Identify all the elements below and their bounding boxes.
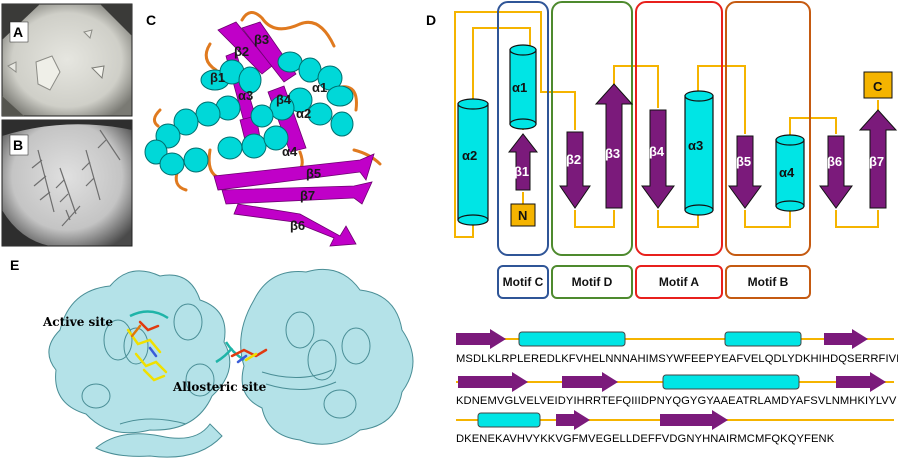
helix-alpha4 xyxy=(775,134,805,212)
label-alpha3: α3 xyxy=(688,138,703,153)
struct-label-beta7: β7 xyxy=(300,188,315,203)
active-site-label: Active site xyxy=(42,315,113,329)
struct-label-beta1: β1 xyxy=(210,70,225,85)
ss-strand-4 xyxy=(562,372,618,392)
struct-label-alpha1: α1 xyxy=(312,80,327,95)
micrograph-a: A xyxy=(1,3,133,117)
struct-label-alpha2: α2 xyxy=(296,106,311,121)
panel-b-label: B xyxy=(13,137,23,153)
sequence-line-2: KDNEMVGLVELVEIDYIHRRTEFQIIIDPNYQGYGYAAEA… xyxy=(456,395,897,407)
motif-b-tag xyxy=(725,265,811,299)
helix-alpha2 xyxy=(457,98,489,226)
ss-strand-2 xyxy=(824,329,868,349)
motif-c-tag xyxy=(497,265,549,299)
ss-strand-5 xyxy=(836,372,886,392)
motif-b-box xyxy=(725,1,811,256)
label-beta2: β2 xyxy=(566,152,581,167)
allosteric-site-label: Allosteric site xyxy=(172,380,267,394)
struct-label-beta6: β6 xyxy=(290,218,305,233)
panel-e-label: E xyxy=(10,257,19,273)
strand-beta4 xyxy=(641,109,675,209)
label-alpha1: α1 xyxy=(512,80,527,95)
motif-d-box xyxy=(551,1,633,256)
struct-label-beta4: β4 xyxy=(276,92,292,107)
struct-label-beta2: β2 xyxy=(234,44,249,59)
sequence-annotation: MSDLKLRPLEREDLKFVHELNNNAHIMSYWFEEPYEAFVE… xyxy=(456,329,898,445)
struct-label-alpha4: α4 xyxy=(282,144,298,159)
motif-a-box xyxy=(635,1,723,256)
helix-alpha3 xyxy=(684,90,714,216)
ss-helix-2 xyxy=(724,331,802,347)
strand-beta5 xyxy=(728,135,762,209)
motif-c-box xyxy=(497,1,549,256)
struct-label-alpha3: α3 xyxy=(238,88,253,103)
label-beta1: β1 xyxy=(514,164,529,179)
n-terminus-label: N xyxy=(518,208,527,223)
label-beta4: β4 xyxy=(649,144,665,159)
protein-cartoon-c: β2 β3 β1 α1 α3 β4 α2 α4 β5 β7 β6 xyxy=(144,11,382,247)
sequence-line-1: MSDLKLRPLEREDLKFVHELNNNAHIMSYWFEEPYEAFVE… xyxy=(456,353,898,365)
motif-a-label: Motif A xyxy=(659,275,700,289)
ss-helix-3 xyxy=(662,374,800,390)
label-beta5: β5 xyxy=(736,154,751,169)
motif-d-tag xyxy=(551,265,633,299)
panel-d-label: D xyxy=(426,12,436,28)
label-alpha4: α4 xyxy=(779,165,795,180)
ss-strand-6 xyxy=(556,410,590,430)
panel-a-label: A xyxy=(13,24,23,40)
ss-helix-4 xyxy=(477,412,541,428)
strand-beta1 xyxy=(507,133,539,191)
topology-diagram: α2 α1 α3 α4 β1 β2 β3 β4 β5 β6 β7 N C Mot… xyxy=(454,1,898,299)
strand-beta7 xyxy=(858,109,898,209)
protein-dimer-e: Active site Allosteric site xyxy=(42,268,414,458)
strand-beta3 xyxy=(594,83,634,209)
label-beta3: β3 xyxy=(605,146,620,161)
ss-strand-7 xyxy=(660,410,728,430)
strand-beta2 xyxy=(559,131,591,209)
ss-helix-1 xyxy=(518,331,626,347)
micrograph-b: B xyxy=(1,119,133,247)
sequence-line-3: DKENEKAVHVYKKVGFMVEGELLDEFFVDGNYHNAIRMCM… xyxy=(456,433,835,445)
ss-strand-3 xyxy=(458,372,528,392)
struct-label-beta5: β5 xyxy=(306,166,321,181)
ss-strand-1 xyxy=(456,329,506,349)
motif-c-label: Motif C xyxy=(503,275,544,289)
motif-d-label: Motif D xyxy=(572,275,613,289)
helix-alpha1 xyxy=(509,44,537,130)
label-beta6: β6 xyxy=(827,154,842,169)
motif-b-label: Motif B xyxy=(748,275,789,289)
label-alpha2: α2 xyxy=(462,148,477,163)
c-terminus-box xyxy=(863,71,893,99)
struct-label-beta3: β3 xyxy=(254,32,269,47)
motif-a-tag xyxy=(635,265,723,299)
label-beta7: β7 xyxy=(869,154,884,169)
panel-c-label: C xyxy=(146,12,156,28)
n-terminus-box xyxy=(510,203,536,227)
c-terminus-label: C xyxy=(873,79,883,94)
strand-beta6 xyxy=(819,135,853,209)
